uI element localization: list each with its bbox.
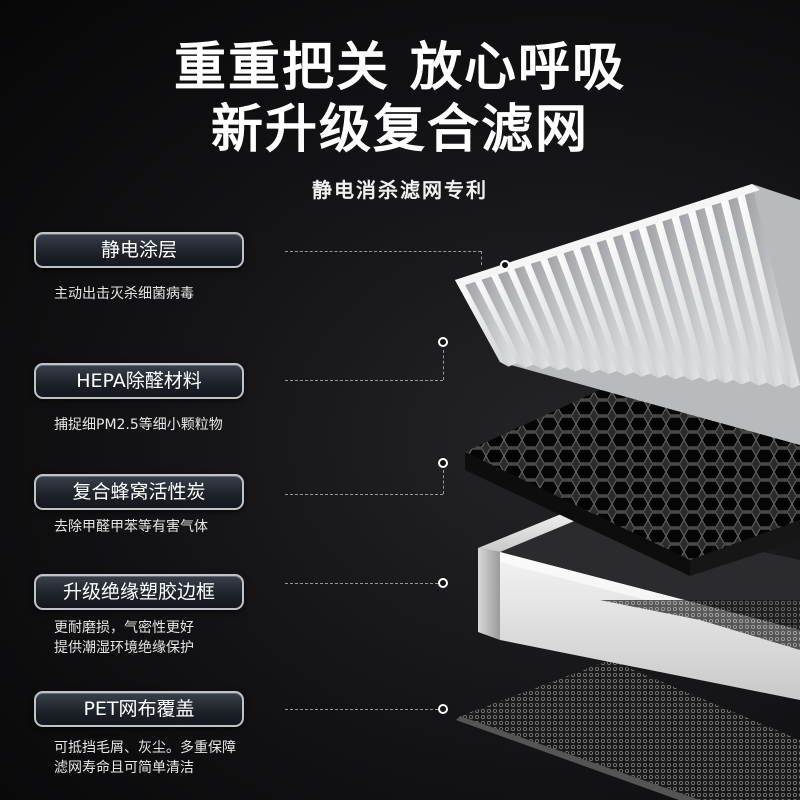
- pleat-face: [694, 200, 750, 385]
- pleat-face: [710, 194, 767, 386]
- callout-dot: [438, 578, 448, 588]
- plastic-frame-layer: [478, 508, 800, 700]
- pleat-face: [727, 189, 784, 388]
- pleat-face: [644, 216, 700, 381]
- pleat-face: [562, 242, 617, 375]
- callout-dot: [500, 260, 510, 270]
- subtitle: 静电消杀滤网专利: [312, 178, 488, 202]
- feature-desc-line: 滤网寿命且可简单清洁: [54, 760, 194, 776]
- callout-dot: [438, 337, 448, 347]
- pleat-face: [603, 232, 659, 379]
- feature-desc-line: 去除甲醛甲苯等有害气体: [54, 519, 208, 535]
- pleat-face: [537, 253, 592, 374]
- feature-desc-plastic-frame: 更耐磨损，气密性更好 提供潮湿环境绝缘保护: [54, 618, 274, 658]
- callout-dot: [438, 458, 448, 468]
- feature-desc-hepa: 捕捉细PM2.5等细小颗粒物: [54, 415, 274, 435]
- pleat-face: [611, 226, 667, 379]
- pleat-face: [669, 210, 725, 384]
- pleat-face: [463, 274, 517, 367]
- pleat-face: [479, 269, 534, 368]
- pleat-face: [686, 205, 742, 385]
- feature-desc-line: 更耐磨损，气密性更好: [54, 620, 194, 636]
- pleat-face: [545, 248, 600, 374]
- honeycomb-carbon-layer: [465, 390, 800, 576]
- leader-line: [285, 709, 438, 710]
- leader-line: [481, 251, 482, 265]
- pleat-face: [587, 237, 642, 377]
- pleat-face: [529, 253, 584, 372]
- pleated-hepa-layer: [455, 184, 800, 445]
- leader-line: [443, 350, 444, 380]
- pleat-face: [488, 269, 542, 370]
- pleat-face: [578, 237, 634, 376]
- feature-desc-line: 可抵挡毛屑、灰尘。多重保障: [54, 740, 236, 756]
- pet-mesh-layer: [456, 660, 800, 800]
- pleat-face: [620, 226, 675, 380]
- pleat-face: [653, 216, 709, 382]
- leader-line: [285, 380, 443, 381]
- pleat-face: [521, 258, 575, 372]
- pleat-face: [554, 248, 609, 375]
- pleat-face: [455, 280, 509, 367]
- feature-label-hepa: HEPA除醛材料: [34, 363, 244, 399]
- leader-line: [285, 583, 438, 584]
- pleat-face: [702, 200, 759, 386]
- pleat-face: [636, 221, 692, 381]
- pleat-face: [471, 274, 525, 368]
- feature-desc-pet-mesh: 可抵挡毛屑、灰尘。多重保障 滤网寿命且可简单清洁: [54, 738, 274, 778]
- feature-label-plastic-frame: 升级绝缘塑胶边框: [34, 574, 244, 610]
- feature-desc-line: 提供潮湿环境绝缘保护: [54, 640, 194, 656]
- headline-line-1: 重重把关 放心呼吸: [173, 38, 627, 98]
- headline-line-2: 新升级复合滤网: [210, 100, 589, 160]
- leader-line: [285, 494, 443, 495]
- leader-line: [285, 251, 481, 252]
- pleat-face: [504, 264, 559, 371]
- callout-dot: [438, 704, 448, 714]
- pleat-face: [661, 210, 717, 382]
- leader-line: [443, 470, 444, 494]
- feature-label-electrostatic-coating: 静电涂层: [34, 232, 244, 268]
- pleat-face: [496, 264, 550, 370]
- feature-desc-honeycomb-carbon: 去除甲醛甲苯等有害气体: [54, 517, 274, 537]
- feature-desc-line: 主动出击灭杀细菌病毒: [54, 286, 194, 302]
- feature-desc-electrostatic-coating: 主动出击灭杀细菌病毒: [54, 284, 274, 304]
- pleat-face: [735, 189, 792, 389]
- pleat-face: [628, 221, 684, 380]
- pleat-face: [719, 194, 775, 388]
- pleat-face: [743, 184, 800, 389]
- pleat-face: [570, 242, 625, 376]
- pleat-face: [595, 232, 650, 377]
- feature-label-honeycomb-carbon: 复合蜂窝活性炭: [34, 474, 244, 510]
- feature-desc-line: 捕捉细PM2.5等细小颗粒物: [54, 417, 223, 433]
- pleat-face: [512, 258, 567, 371]
- pleat-face: [677, 205, 734, 384]
- feature-label-pet-mesh: PET网布覆盖: [34, 691, 244, 727]
